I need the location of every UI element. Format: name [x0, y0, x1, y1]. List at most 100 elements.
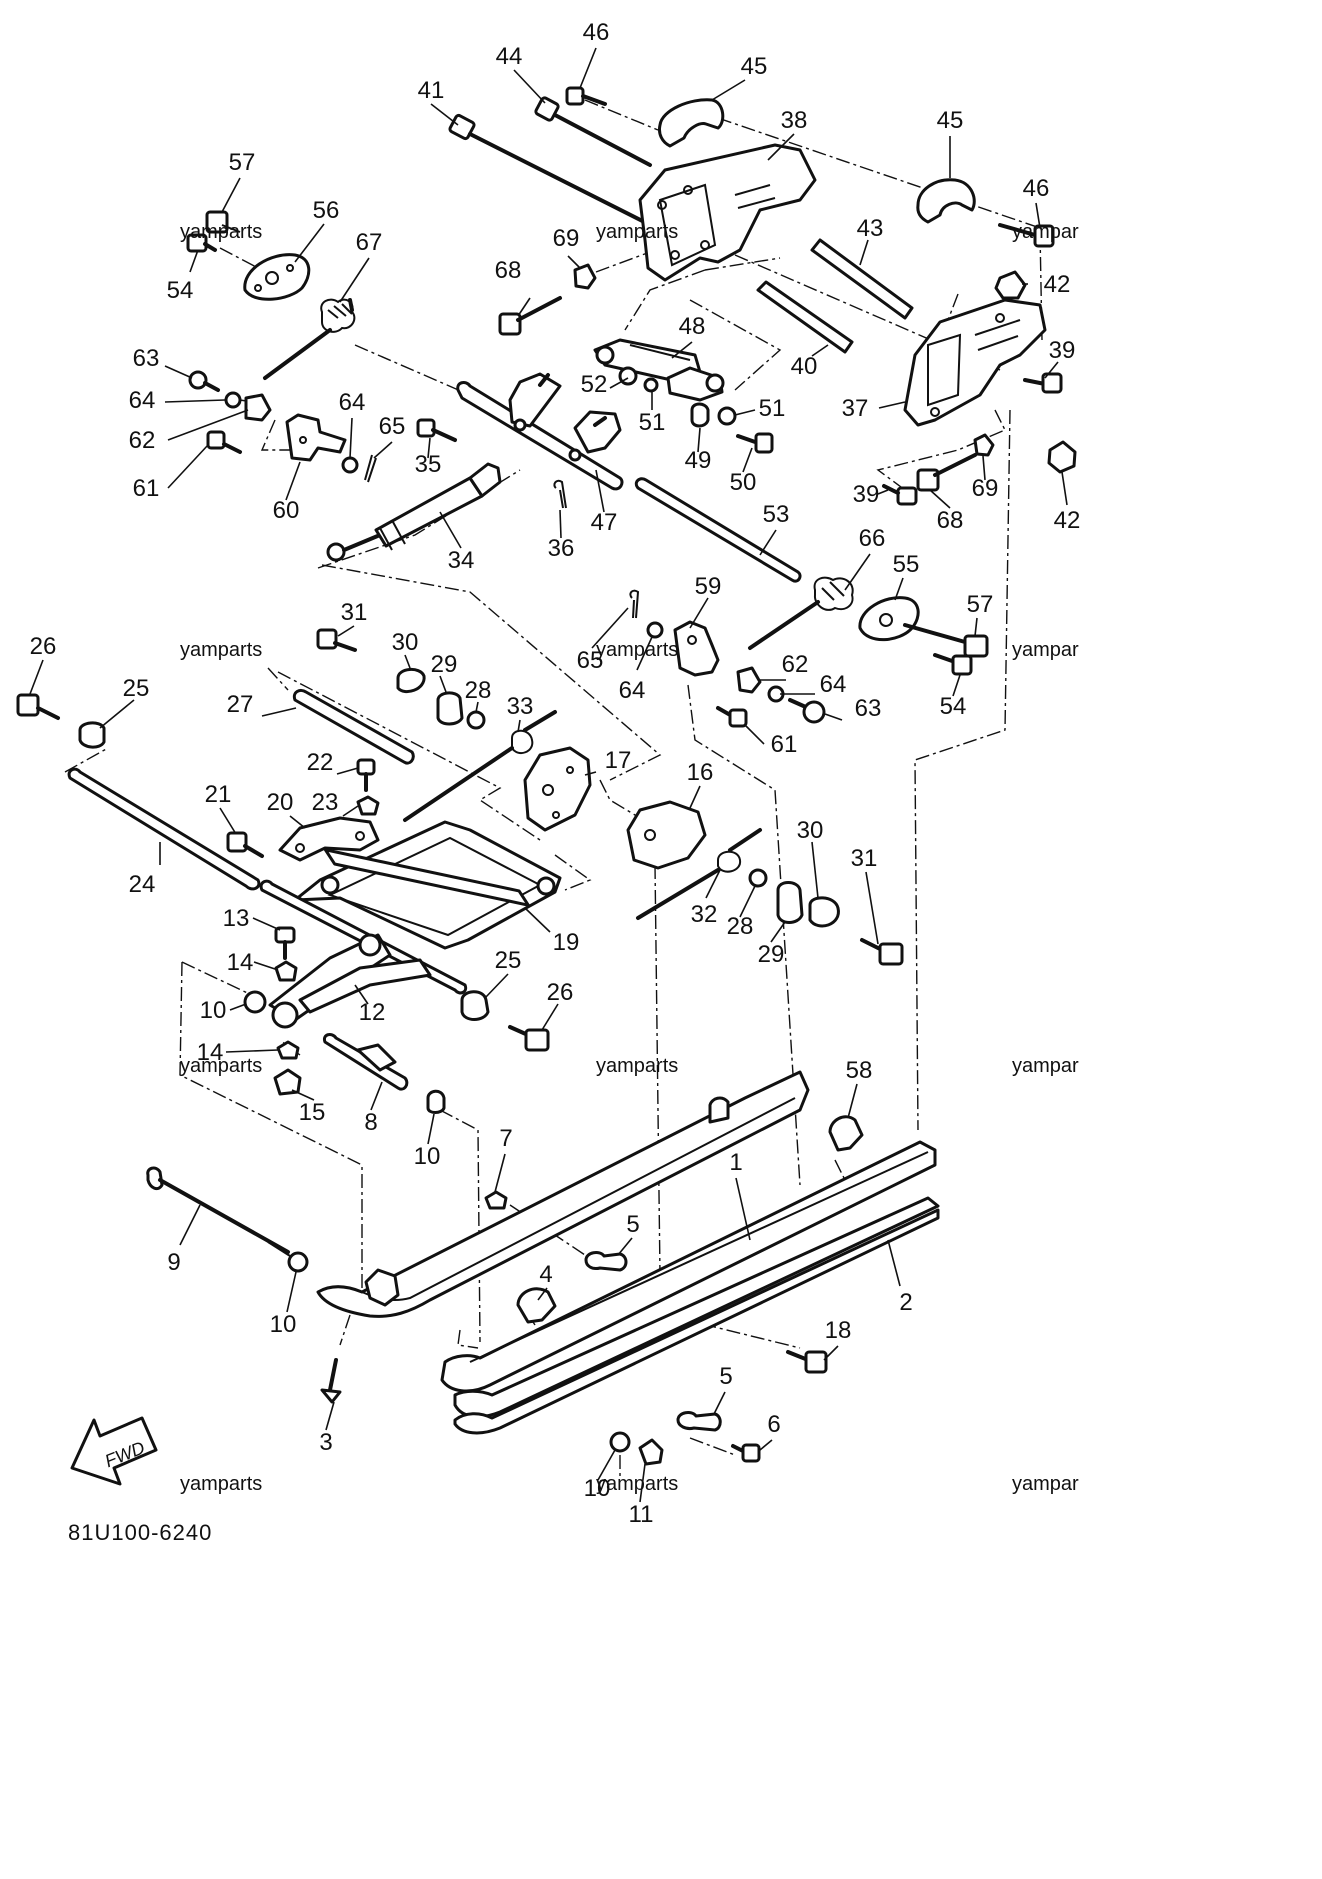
bracket-59 [673, 620, 720, 677]
lower-arm-12 [268, 933, 432, 1029]
bolt-26-right [508, 1025, 550, 1052]
washer-28-right [748, 868, 768, 888]
callout-28: 28 [727, 913, 754, 940]
bushing-10-b [426, 1089, 446, 1114]
bolt-6 [731, 1443, 761, 1463]
bracket-16 [626, 800, 707, 870]
callout-56: 56 [313, 197, 340, 224]
bolt-35 [416, 418, 457, 442]
callout-40: 40 [791, 353, 818, 380]
callout-45: 45 [937, 107, 964, 134]
shaft-24 [67, 767, 261, 891]
callout-44: 44 [496, 43, 523, 70]
nut-14-bottom [276, 1040, 300, 1060]
bolt-68-right [916, 453, 977, 492]
callout-64: 64 [619, 677, 646, 704]
nut-7 [484, 1190, 508, 1210]
callout-67: 67 [356, 229, 383, 256]
callout-26: 26 [30, 633, 57, 660]
bracket-5-lower [676, 1411, 722, 1432]
callout-63: 63 [133, 345, 160, 372]
callout-24: 24 [129, 871, 156, 898]
callout-35: 35 [415, 451, 442, 478]
callout-29: 29 [758, 941, 785, 968]
bushing-29-top [436, 691, 464, 726]
callout-46: 46 [1023, 175, 1050, 202]
callout-43: 43 [857, 215, 884, 242]
callout-45: 45 [741, 53, 768, 80]
shaft-53 [634, 477, 802, 583]
watermark: yamparts [180, 221, 262, 243]
callout-25: 25 [495, 947, 522, 974]
callout-28: 28 [465, 677, 492, 704]
washer-28-top [466, 710, 486, 730]
callout-48: 48 [679, 313, 706, 340]
callout-11: 11 [629, 1501, 654, 1528]
bolt-26-left [16, 693, 60, 720]
callout-54: 54 [940, 693, 967, 720]
parts-middle [16, 576, 989, 1052]
callout-31: 31 [341, 599, 368, 626]
bolt-57-top [205, 210, 241, 234]
callout-62: 62 [782, 651, 809, 678]
callout-30: 30 [797, 817, 824, 844]
bushing-10-a [243, 990, 267, 1014]
callout-69: 69 [553, 225, 580, 252]
block-62-top [244, 393, 272, 422]
watermark-edge: yampar [1012, 1055, 1079, 1077]
cap-4 [516, 1287, 557, 1324]
callout-25: 25 [123, 675, 150, 702]
callout-34: 34 [448, 547, 475, 574]
watermark-edge: yampar [1012, 1473, 1079, 1495]
screw-3 [320, 1358, 342, 1404]
callout-32: 32 [691, 901, 718, 928]
callout-61: 61 [771, 731, 798, 758]
callout-14: 14 [227, 949, 254, 976]
callout-10: 10 [200, 997, 227, 1024]
cap-45-right [916, 178, 976, 224]
callout-61: 61 [133, 475, 160, 502]
washer-64-mid2 [646, 621, 664, 639]
bushing-29-right [776, 881, 804, 924]
torsion-spring-67 [263, 298, 356, 380]
watermark: yamparts [596, 1055, 678, 1077]
callout-10: 10 [270, 1311, 297, 1338]
bolt-57-right [903, 623, 989, 658]
cap-45-top [658, 98, 725, 148]
bracket-plate-38 [638, 143, 817, 282]
bolt-39-lower [882, 484, 918, 506]
torsion-spring-32 [636, 828, 762, 920]
shaft-8 [322, 1033, 409, 1091]
callout-18: 18 [825, 1317, 852, 1344]
pin-63-top [188, 370, 220, 392]
bracket-5-upper [584, 1251, 628, 1272]
shaft-27 [292, 688, 415, 765]
cotter-pin-65-mid [629, 589, 640, 619]
bolt-21 [226, 831, 264, 858]
suspension-exploded-diagram: 46 44 45 41 38 45 46 57 56 67 69 43 54 6… [16, 19, 1080, 1545]
watermark: yamparts [596, 1473, 678, 1495]
forward-arrow-icon: FWD [70, 1416, 158, 1486]
callout-4: 4 [539, 1261, 552, 1288]
watermark-edge: yampar [1012, 221, 1079, 243]
bolt-50 [736, 432, 774, 454]
watermark: yamparts [596, 221, 678, 243]
callout-1: 1 [729, 1149, 742, 1176]
callout-33: 33 [507, 693, 534, 720]
callout-14: 14 [197, 1039, 224, 1066]
callout-62: 62 [129, 427, 156, 454]
bolt-18 [786, 1350, 828, 1374]
callout-51: 51 [759, 395, 786, 422]
bolt-13 [274, 926, 296, 960]
callout-38: 38 [781, 107, 808, 134]
upper-arm-47 [456, 372, 624, 491]
axle-bolt-9 [146, 1166, 291, 1257]
bolt-31-right [860, 938, 904, 966]
callout-6: 6 [767, 1411, 780, 1438]
slider-2 [453, 1196, 940, 1435]
bushing-10-c [287, 1251, 309, 1273]
bushing-30-top [396, 668, 426, 693]
callout-22: 22 [307, 749, 334, 776]
callout-50: 50 [730, 469, 757, 496]
shaft-40 [756, 280, 854, 354]
